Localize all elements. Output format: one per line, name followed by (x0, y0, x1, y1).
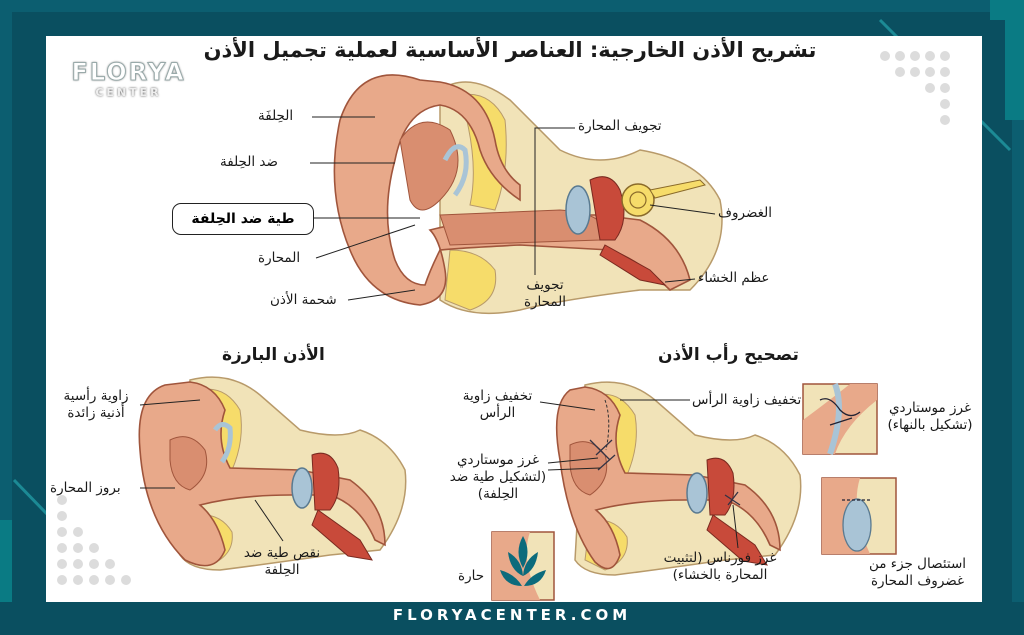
label-concha-cavity-bottom: تجويف المحارة (505, 277, 585, 311)
label-mastoid: عظم الخشاء (698, 270, 770, 286)
label-excess-angle: زاوية رأسية أذنية زائدة (52, 388, 140, 422)
label-concha: المحارة (258, 250, 300, 266)
footer-website: FLORYACENTER.COM (0, 606, 1024, 624)
correction-ear-diagram (557, 382, 801, 575)
label-missing-fold: نقص طية ضد الحِلفة (232, 545, 332, 579)
label-reduce-angle-right: تخفيف زاوية الرأس (692, 392, 801, 408)
label-furnas-sutures: غرز فورناس (لتثبيت المحارة بالخشاء) (650, 550, 790, 584)
dots-top-right (880, 51, 950, 125)
label-earlobe: شحمة الأذن (270, 292, 337, 308)
label-concha-cavity-top: تجويف المحارة (578, 118, 662, 134)
label-cartilage: الغضروف (718, 205, 772, 221)
label-mustarde-inset: غرز موستاردي (تشكيل بالنهاء) (880, 400, 980, 434)
label-reduce-angle-left: تخفيف زاوية الرأس (455, 388, 540, 422)
dots-bottom-left (57, 495, 131, 585)
label-helix: الحِلفَة (258, 108, 293, 124)
section-title-prominent-ear: الأذن البارزة (222, 345, 325, 365)
section-title-otoplasty: تصحيح رأب الأذن (658, 345, 799, 365)
label-partial-concha: حارة (458, 568, 484, 584)
inset-mustarde (803, 384, 877, 454)
prominent-ear-diagram (139, 377, 405, 570)
label-mustarde-sutures: غرز موستاردي (لتشكيل طية ضد الحِلفة) (448, 452, 548, 503)
label-antihelix-fold: طية ضد الحِلفة (172, 203, 314, 235)
inset-partial (492, 532, 554, 600)
label-concha-prominence: بروز المحارة (50, 480, 121, 496)
inset-excision (822, 478, 896, 554)
label-excision: استئصال جزء من غضروف المحارة (850, 556, 985, 590)
label-antihelix: ضد الحِلفة (220, 154, 278, 170)
